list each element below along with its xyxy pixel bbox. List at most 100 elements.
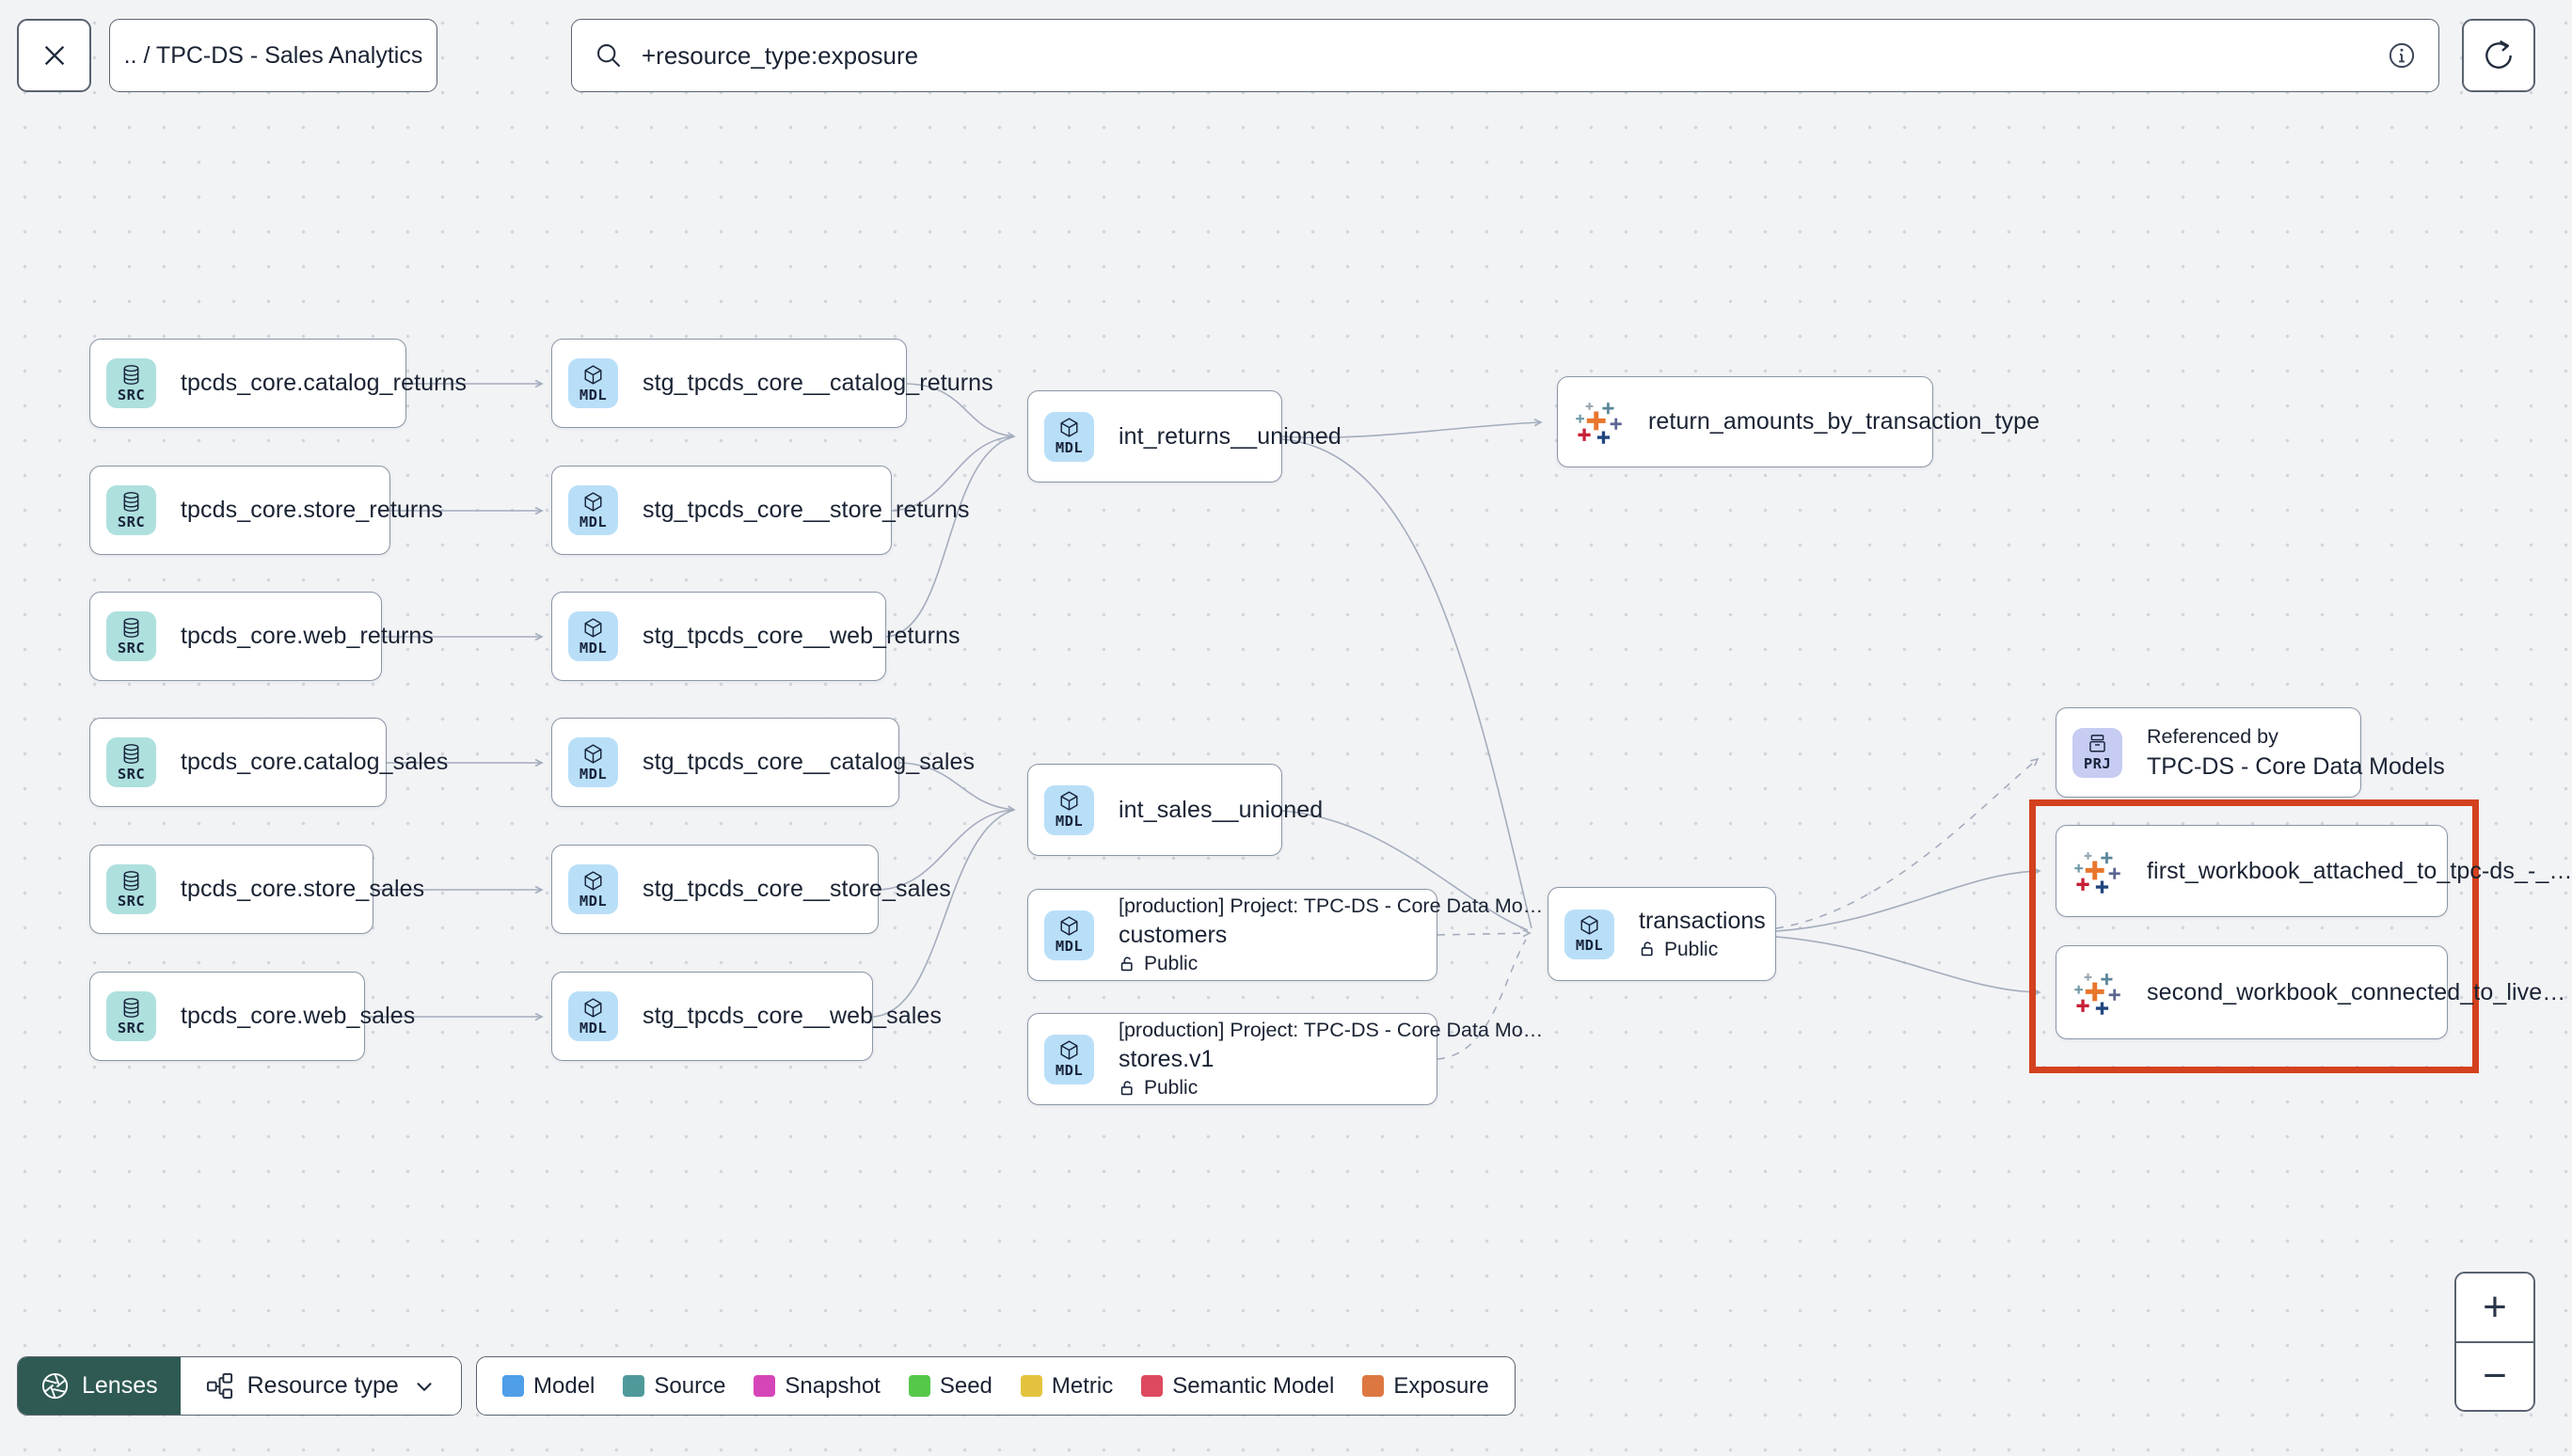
node-referenced-by-project[interactable]: PRJ Referenced by TPC-DS - Core Data Mod…: [2056, 707, 2445, 798]
open-padlock-icon: [1119, 956, 1136, 973]
node-project-header: [production] Project: TPC-DS - Core Data…: [1119, 1019, 1544, 1042]
resource-type-label: Resource type: [246, 1372, 399, 1399]
node-exposure-second-workbook[interactable]: second_workbook_connected_to_live…: [2056, 945, 2565, 1039]
cube-icon: [1058, 790, 1080, 812]
legend-swatch-seed: [908, 1375, 930, 1397]
lenses-toolbar: Lenses Resource type: [17, 1356, 462, 1416]
node-source-store-sales[interactable]: SRC tpcds_core.store_sales: [89, 845, 424, 934]
zoom-controls: + −: [2454, 1272, 2535, 1412]
tableau-icon: [1574, 397, 1624, 447]
legend-swatch-semantic-model: [1141, 1375, 1164, 1397]
search-bar: [571, 19, 2439, 92]
node-label: tpcds_core.catalog_returns: [181, 370, 468, 396]
project-badge: PRJ: [2072, 727, 2122, 778]
node-customers[interactable]: MDL [production] Project: TPC-DS - Core …: [1027, 889, 1543, 981]
node-source-catalog-sales[interactable]: SRC tpcds_core.catalog_sales: [89, 718, 448, 807]
model-badge: MDL: [1564, 909, 1614, 959]
node-stg-web-returns[interactable]: MDL stg_tpcds_core__web_returns: [551, 592, 961, 681]
aperture-icon: [41, 1372, 69, 1400]
node-source-store-returns[interactable]: SRC tpcds_core.store_returns: [89, 466, 443, 555]
node-access: Public: [1639, 939, 1766, 961]
resource-type-dropdown[interactable]: Resource type: [180, 1357, 461, 1415]
node-label: int_sales__unioned: [1119, 796, 1324, 823]
cube-icon: [1058, 417, 1080, 438]
node-stg-store-returns[interactable]: MDL stg_tpcds_core__store_returns: [551, 466, 969, 555]
database-icon: [120, 997, 142, 1019]
legend-swatch-source: [623, 1375, 645, 1397]
node-stg-store-sales[interactable]: MDL stg_tpcds_core__store_sales: [551, 845, 951, 934]
exposure-highlight-box: [2029, 799, 2479, 1073]
source-badge: SRC: [106, 485, 156, 535]
database-icon: [120, 617, 142, 639]
node-stg-catalog-sales[interactable]: MDL stg_tpcds_core__catalog_sales: [551, 718, 975, 807]
node-label: tpcds_core.web_returns: [181, 623, 435, 649]
legend-swatch-snapshot: [754, 1375, 776, 1397]
node-project-header: [production] Project: TPC-DS - Core Data…: [1119, 894, 1544, 918]
source-badge: SRC: [106, 358, 156, 408]
node-label: stores.v1: [1119, 1046, 1215, 1073]
cube-icon: [1058, 1039, 1080, 1061]
tableau-icon: [2072, 968, 2122, 1018]
cube-icon: [582, 870, 604, 892]
breadcrumb[interactable]: .. / TPC-DS - Sales Analytics: [109, 19, 437, 92]
legend-item-semantic-model: Semantic Model: [1141, 1373, 1334, 1400]
node-label: second_workbook_connected_to_live…: [2147, 978, 2566, 1005]
node-source-web-sales[interactable]: SRC tpcds_core.web_sales: [89, 972, 415, 1061]
zoom-out-button[interactable]: −: [2456, 1342, 2533, 1410]
search-icon: [597, 44, 621, 68]
cube-icon: [582, 743, 604, 765]
model-badge: MDL: [568, 358, 618, 408]
model-badge: MDL: [568, 737, 618, 787]
legend-item-snapshot: Snapshot: [754, 1373, 881, 1400]
model-badge: MDL: [568, 864, 618, 914]
node-int-returns-unioned[interactable]: MDL int_returns__unioned: [1027, 390, 1342, 483]
source-badge: SRC: [106, 991, 156, 1041]
node-source-web-returns[interactable]: SRC tpcds_core.web_returns: [89, 592, 434, 681]
cube-icon: [582, 491, 604, 513]
cube-icon: [1579, 914, 1600, 936]
database-icon: [120, 364, 142, 386]
info-icon[interactable]: [2388, 41, 2416, 70]
database-icon: [120, 491, 142, 513]
legend-item-model: Model: [502, 1373, 595, 1400]
node-label: transactions: [1639, 907, 1766, 934]
database-icon: [120, 743, 142, 765]
refresh-button[interactable]: [2462, 19, 2535, 92]
model-badge: MDL: [568, 485, 618, 535]
source-badge: SRC: [106, 737, 156, 787]
zoom-in-button[interactable]: +: [2456, 1274, 2533, 1341]
plus-icon: +: [2483, 1283, 2507, 1330]
node-transactions[interactable]: MDL transactions Public: [1548, 887, 1776, 981]
source-badge: SRC: [106, 864, 156, 914]
node-stg-catalog-returns[interactable]: MDL stg_tpcds_core__catalog_returns: [551, 339, 993, 428]
node-label: stg_tpcds_core__catalog_sales: [643, 749, 976, 775]
source-badge: SRC: [106, 611, 156, 661]
search-input[interactable]: [640, 40, 2371, 71]
node-stores-v1[interactable]: MDL [production] Project: TPC-DS - Core …: [1027, 1013, 1543, 1105]
node-label: stg_tpcds_core__store_sales: [643, 876, 951, 902]
node-exposure-return-amounts[interactable]: return_amounts_by_transaction_type: [1557, 376, 2040, 467]
node-access: Public: [1119, 1077, 1543, 1100]
model-badge: MDL: [1044, 784, 1094, 835]
node-label: customers: [1119, 922, 1228, 949]
cube-icon: [582, 364, 604, 386]
node-exposure-first-workbook[interactable]: first_workbook_attached_to_tpc-ds_-_…: [2056, 825, 2572, 917]
node-label: stg_tpcds_core__catalog_returns: [643, 370, 993, 396]
zoom-divider: [2456, 1340, 2533, 1343]
cube-icon: [1058, 915, 1080, 937]
legend-swatch-metric: [1020, 1375, 1042, 1397]
minus-icon: −: [2483, 1353, 2507, 1400]
node-label: stg_tpcds_core__web_returns: [643, 623, 961, 649]
legend-item-seed: Seed: [908, 1373, 992, 1400]
close-button[interactable]: [17, 19, 91, 92]
lenses-button[interactable]: Lenses: [18, 1357, 181, 1415]
legend-swatch-exposure: [1362, 1375, 1385, 1397]
node-int-sales-unioned[interactable]: MDL int_sales__unioned: [1027, 764, 1323, 856]
model-badge: MDL: [1044, 1034, 1094, 1084]
node-referenced-by-label: Referenced by: [2147, 725, 2278, 749]
node-source-catalog-returns[interactable]: SRC tpcds_core.catalog_returns: [89, 339, 467, 428]
close-icon: [44, 45, 64, 66]
node-label: int_returns__unioned: [1119, 422, 1342, 450]
node-stg-web-sales[interactable]: MDL stg_tpcds_core__web_sales: [551, 972, 942, 1061]
